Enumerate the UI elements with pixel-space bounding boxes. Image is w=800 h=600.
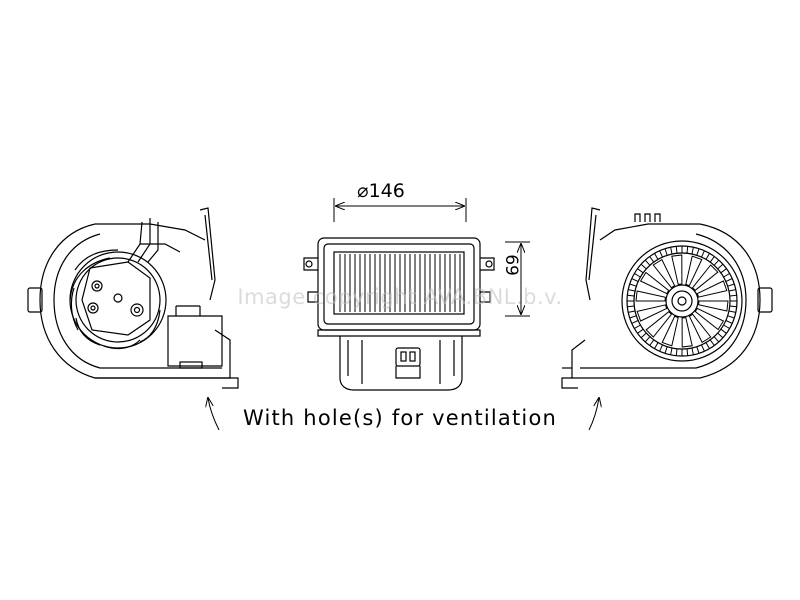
wheel-blade [727, 283, 735, 287]
right-side-view [561, 207, 773, 389]
wheel-blade [628, 310, 636, 313]
wheel-blade [705, 253, 710, 260]
wheel-blade [631, 320, 639, 324]
wheel-blade [634, 324, 641, 329]
wheel-spoke [635, 290, 666, 302]
wheel-blade [720, 268, 727, 274]
wheel-blade [644, 259, 651, 266]
wheel-spoke [681, 317, 693, 348]
wheel-blade [628, 289, 636, 292]
wheel-blade [670, 347, 673, 355]
wheel-blade [675, 348, 678, 356]
fan-wheel-spokes [627, 246, 737, 356]
wheel-blade [728, 289, 736, 292]
air-inlet-grille [339, 254, 461, 312]
wheel-blade [705, 342, 710, 349]
wheel-spoke [691, 264, 719, 291]
wheel-blade [654, 342, 659, 349]
depth-label: 69 [501, 254, 521, 276]
wheel-blade [720, 328, 727, 334]
wheel-spoke [645, 311, 673, 338]
wheel-blade [723, 273, 730, 278]
wheel-blade [727, 315, 735, 319]
wheel-spoke [696, 280, 728, 298]
wheel-spoke [671, 254, 683, 285]
wheel-blade [640, 263, 647, 270]
wheel-blade [631, 278, 639, 282]
wheel-blade [654, 253, 659, 260]
wheel-blade [709, 339, 715, 346]
ventilation-pointers [208, 398, 599, 431]
wheel-blade [649, 339, 655, 346]
wheel-blade [627, 294, 635, 297]
wheel-blade [691, 347, 694, 355]
wheel-blade [634, 273, 641, 278]
front-view [303, 237, 495, 391]
wheel-blade [717, 332, 724, 339]
wheel-blade [696, 346, 700, 354]
wheel-spoke [698, 300, 729, 312]
wheel-spoke [636, 304, 668, 322]
wheel-blade [637, 328, 644, 334]
wheel-blade [629, 283, 637, 287]
wheel-blade [713, 336, 720, 343]
wheel-spoke [661, 315, 679, 347]
wheel-blade [725, 320, 733, 324]
wheel-blade [664, 346, 668, 354]
wheel-spoke [639, 271, 670, 295]
diameter-label: ⌀146 [357, 180, 405, 202]
wheel-blade [675, 246, 678, 254]
wheel-blade [670, 247, 673, 255]
wheel-blade [686, 246, 689, 254]
wheel-blade [709, 256, 715, 263]
wheel-blade [691, 247, 694, 255]
ventilation-note: With hole(s) for ventilation [242, 406, 558, 430]
wheel-blade [659, 250, 663, 258]
wheel-blade [701, 250, 705, 258]
left-side-view [27, 207, 239, 389]
wheel-blade [701, 344, 705, 352]
wheel-blade [686, 348, 689, 356]
wheel-blade [659, 344, 663, 352]
copyright-watermark: Image copyright AVA.BNL.b.v. [237, 285, 562, 309]
wheel-blade [723, 324, 730, 329]
depth-dimension [505, 241, 530, 317]
wheel-blade [717, 263, 724, 270]
wheel-blade [644, 336, 651, 343]
wheel-blade [640, 332, 647, 339]
wheel-blade [629, 315, 637, 319]
wheel-blade [649, 256, 655, 263]
wheel-blade [729, 294, 737, 297]
wheel-blade [627, 305, 635, 308]
wheel-spoke [685, 255, 703, 287]
wheel-blade [728, 310, 736, 313]
wheel-blade [729, 305, 737, 308]
wheel-spoke [688, 313, 712, 344]
wheel-spoke [694, 307, 725, 331]
wheel-spoke [652, 258, 676, 289]
wheel-blade [664, 248, 668, 256]
wheel-blade [725, 278, 733, 282]
wheel-blade [713, 259, 720, 266]
diameter-dimension [333, 198, 467, 222]
wheel-blade [637, 268, 644, 274]
wheel-blade [696, 248, 700, 256]
